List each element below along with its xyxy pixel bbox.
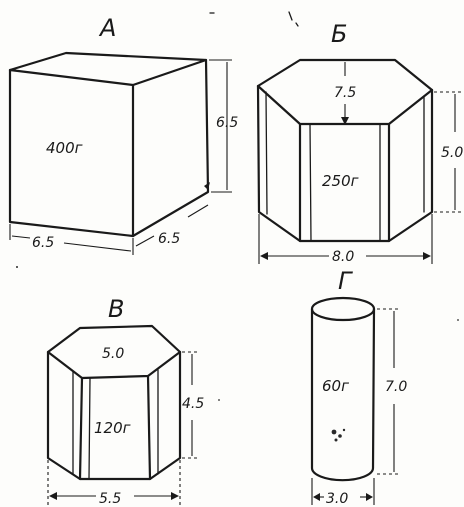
- cylinder-body: [310, 307, 376, 482]
- figure-v-height-label: 4.5: [182, 396, 204, 412]
- prism-v-edge-left: [78, 376, 84, 481]
- prism-b-width-arrow-right: [423, 252, 431, 260]
- cube-side-arrow: [204, 182, 210, 190]
- figure-v-width-label: 5.5: [99, 491, 121, 507]
- figure-b-mass: 250г: [322, 172, 359, 190]
- prism-b-highlight-outer-left: [265, 91, 268, 215]
- figure-v-prism: В 5.0 120г 4.5 5.5: [46, 295, 204, 507]
- figure-a-cube: А 400г 6.5 6.5 6.5: [8, 14, 238, 255]
- prism-v-width-arrow-right: [171, 492, 179, 500]
- cube-side-dim-line-right: [187, 204, 209, 218]
- figure-v-mass: 120г: [94, 419, 131, 437]
- figure-v-letter: В: [108, 295, 124, 323]
- cube-right-face: [131, 58, 210, 238]
- figure-v-top-label: 5.0: [102, 346, 124, 362]
- figure-b-letter: Б: [331, 20, 347, 48]
- figure-a-front-label: 6.5: [32, 235, 54, 251]
- cube-front-dim-line-left: [11, 235, 31, 239]
- prism-b-body: [256, 84, 434, 243]
- figure-b-prism: Б 7.5 250г 5.0 8.0: [256, 20, 463, 265]
- cylinder-width-arrow-left: [313, 493, 320, 501]
- figure-g-letter: Г: [338, 267, 353, 295]
- scan-marks: [16, 11, 459, 401]
- figure-g-cylinder: Г 60г 7.0 3.0: [310, 267, 407, 507]
- cylinder-width-arrow-right: [366, 493, 373, 501]
- figure-b-width-label: 8.0: [332, 249, 354, 265]
- figure-b-height-label: 5.0: [441, 145, 463, 161]
- figure-g-height-label: 7.0: [385, 379, 407, 395]
- prism-b-top-arrow: [341, 117, 349, 125]
- prism-v-edge-right: [146, 374, 152, 481]
- prism-b-highlight-left: [309, 123, 312, 242]
- prism-b-width-arrow-left: [260, 252, 268, 260]
- cube-front-dim-line-right: [63, 242, 132, 252]
- prism-v-body: [46, 350, 182, 481]
- prism-v-width-arrow-left: [49, 492, 57, 500]
- figure-a-letter: А: [98, 14, 116, 42]
- figure-g-mass: 60г: [322, 377, 349, 395]
- ink-speck: [331, 428, 346, 442]
- figure-g-width-label: 3.0: [326, 491, 348, 507]
- cube-side-dim-line-left: [135, 235, 155, 247]
- figure-a-side-label: 6.5: [158, 231, 180, 247]
- prism-v-highlight-inner-left: [88, 377, 91, 480]
- figure-a-height-label: 6.5: [216, 115, 238, 131]
- cube-top-face: [8, 51, 208, 87]
- cylinder-top-face: [310, 296, 376, 322]
- figure-b-top-label: 7.5: [334, 85, 356, 101]
- figure-a-mass: 400г: [46, 139, 83, 157]
